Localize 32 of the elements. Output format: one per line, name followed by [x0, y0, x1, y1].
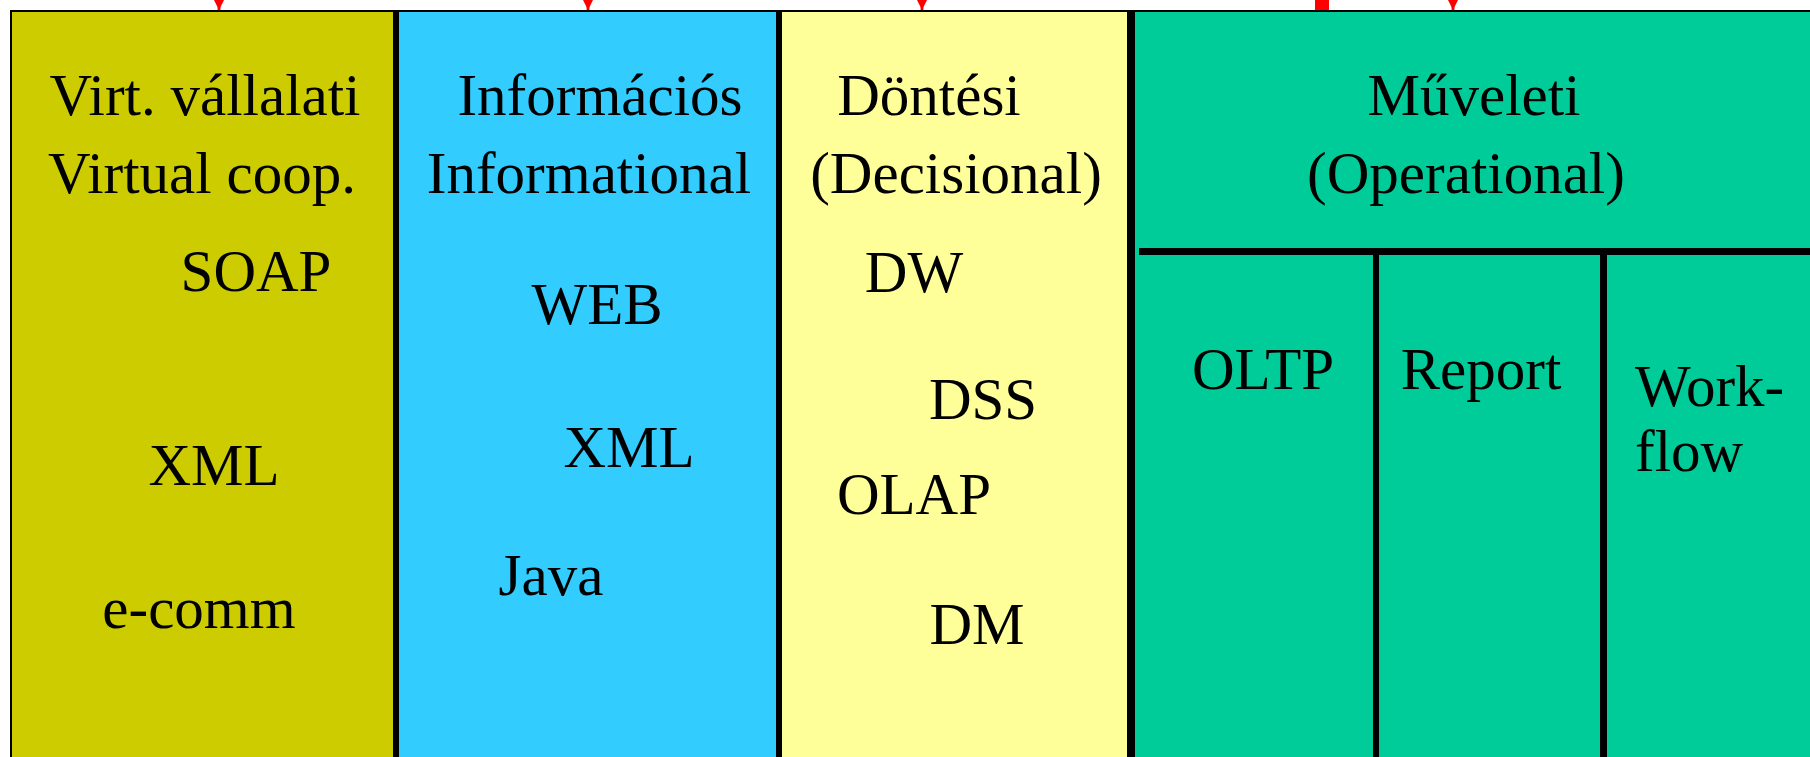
column-heading: (Decisional): [810, 140, 1102, 206]
term-label: XML: [563, 414, 695, 480]
arrow: [915, 0, 929, 10]
term-label: DSS: [928, 366, 1038, 432]
term-label: WEB: [531, 271, 663, 337]
connector-line: [1315, 0, 1329, 10]
term-label: OLAP: [836, 461, 992, 527]
column-heading: Virt. vállalati: [49, 62, 361, 128]
column-heading: (Operational): [1307, 140, 1625, 206]
column-panel: [779, 10, 1131, 757]
term-label: Work-flow: [1635, 354, 1786, 484]
term-label: Report: [1400, 336, 1562, 402]
term-label: Java: [498, 542, 604, 608]
term-label: e-comm: [102, 575, 296, 641]
sub-column-panel: [1373, 248, 1600, 757]
column-heading: Döntési: [837, 62, 1021, 128]
term-label: OLTP: [1191, 336, 1335, 402]
column-panel: [1131, 10, 1810, 757]
column-heading: Műveleti: [1367, 62, 1581, 128]
column-heading: Információs: [457, 62, 743, 128]
term-label: SOAP: [180, 238, 332, 304]
arrow: [1446, 0, 1460, 10]
arrow: [581, 0, 595, 10]
term-label: DM: [929, 591, 1025, 657]
column-heading: Virtual coop.: [48, 140, 356, 206]
term-label: XML: [148, 432, 280, 498]
arrow: [212, 0, 226, 10]
column-panel: [396, 10, 779, 757]
sub-column-panel: [1600, 248, 1810, 757]
column-heading: Informational: [426, 140, 752, 206]
column-panel: [10, 10, 396, 757]
term-label: DW: [864, 239, 964, 305]
